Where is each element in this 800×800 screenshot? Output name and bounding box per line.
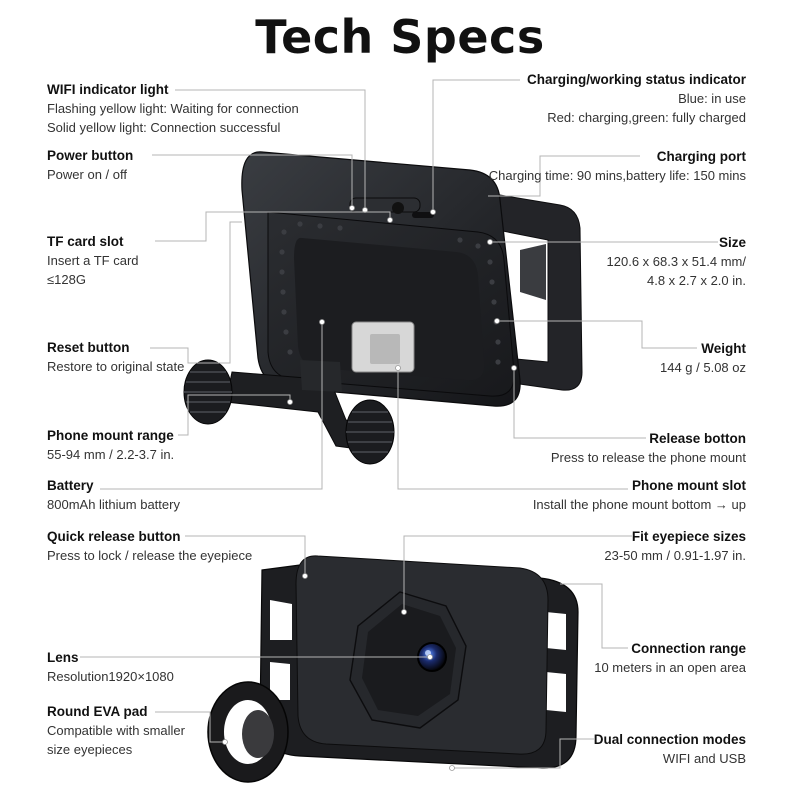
- spec-detail: Solid yellow light: Connection successfu…: [47, 120, 281, 135]
- spec-heading: Weight: [701, 341, 746, 356]
- spec-detail: size eyepieces: [47, 742, 133, 757]
- adapter-device-bottom: [259, 555, 579, 769]
- spec-detail: Press to release the phone mount: [550, 450, 746, 465]
- spec-heading: Charging/working status indicator: [526, 72, 746, 87]
- spec-heading: Quick release button: [47, 529, 181, 544]
- spec-heading: Connection range: [631, 641, 746, 656]
- spec-detail: Power on / off: [47, 167, 127, 182]
- spec-heading: WIFI indicator light: [47, 82, 169, 97]
- spec-heading: Battery: [47, 478, 94, 493]
- spec-heading: Fit eyepiece sizes: [631, 529, 746, 544]
- spec-dual-connection-modes: Dual connection modes WIFI and USB: [594, 730, 746, 768]
- spec-detail: Red: charging,green: fully charged: [547, 110, 746, 125]
- spec-wifi-indicator-light: WIFI indicator light Flashing yellow lig…: [47, 80, 299, 137]
- spec-detail: 23-50 mm / 0.91-1.97 in.: [604, 548, 746, 563]
- spec-detail: Compatible with smaller: [47, 723, 185, 738]
- spec-detail: Charging time: 90 mins,battery life: 150…: [488, 168, 746, 183]
- spec-battery: Battery 800mAh lithium battery: [47, 476, 180, 514]
- spec-power-button: Power button Power on / off: [47, 146, 133, 184]
- spec-heading: Phone mount slot: [632, 478, 746, 493]
- spec-fit-eyepiece-sizes: Fit eyepiece sizes 23-50 mm / 0.91-1.97 …: [604, 527, 746, 565]
- spec-release-button: Release botton Press to release the phon…: [551, 429, 746, 467]
- spec-status-indicator: Charging/working status indicator Blue: …: [527, 70, 746, 127]
- page-title: Tech Specs: [255, 10, 545, 64]
- spec-heading: Reset button: [47, 340, 130, 355]
- spec-heading: Dual connection modes: [593, 732, 746, 747]
- spec-heading: Charging port: [656, 149, 746, 164]
- spec-size: Size 120.6 x 68.3 x 51.4 mm/ 4.8 x 2.7 x…: [607, 233, 746, 290]
- spec-detail: 144 g / 5.08 oz: [659, 360, 746, 375]
- spec-detail: Restore to original state: [47, 359, 185, 374]
- spec-detail: WIFI and USB: [662, 751, 746, 766]
- spec-quick-release-button: Quick release button Press to lock / rel…: [47, 527, 252, 565]
- eva-pad: [207, 681, 289, 783]
- spec-heading: Size: [718, 235, 746, 250]
- spec-detail: 120.6 x 68.3 x 51.4 mm/: [606, 254, 746, 269]
- spec-detail: 10 meters in an open area: [594, 660, 746, 675]
- spec-weight: Weight 144 g / 5.08 oz: [660, 339, 746, 377]
- spec-detail: Install the phone mount bottom → up: [532, 497, 746, 512]
- adapter-device-top: [183, 151, 583, 465]
- spec-reset-button: Reset button Restore to original state: [47, 338, 184, 376]
- spec-heading: Lens: [47, 650, 79, 665]
- spec-detail: Insert a TF card: [47, 253, 139, 268]
- spec-detail: 55-94 mm / 2.2-3.7 in.: [47, 447, 175, 462]
- spec-detail: Resolution1920×1080: [47, 669, 174, 684]
- spec-detail: Press to lock / release the eyepiece: [47, 548, 253, 563]
- spec-detail: Flashing yellow light: Waiting for conne…: [47, 101, 299, 116]
- spec-phone-mount-slot: Phone mount slot Install the phone mount…: [533, 476, 746, 514]
- spec-detail: ≤128G: [47, 272, 86, 287]
- spec-detail: 800mAh lithium battery: [47, 497, 180, 512]
- spec-lens: Lens Resolution1920×1080: [47, 648, 174, 686]
- spec-connection-range: Connection range 10 meters in an open ar…: [594, 639, 746, 677]
- spec-heading: Release botton: [649, 431, 746, 446]
- spec-detail: Blue: in use: [678, 91, 746, 106]
- spec-charging-port: Charging port Charging time: 90 mins,bat…: [489, 147, 746, 185]
- spec-heading: TF card slot: [47, 234, 124, 249]
- spec-heading: Phone mount range: [47, 428, 174, 443]
- spec-detail: 4.8 x 2.7 x 2.0 in.: [646, 273, 746, 288]
- spec-heading: Power button: [47, 148, 134, 163]
- spec-round-eva-pad: Round EVA pad Compatible with smaller si…: [47, 702, 185, 759]
- spec-heading: Round EVA pad: [47, 704, 148, 719]
- spec-phone-mount-range: Phone mount range 55-94 mm / 2.2-3.7 in.: [47, 426, 174, 464]
- spec-tf-card-slot: TF card slot Insert a TF card ≤128G: [47, 232, 139, 289]
